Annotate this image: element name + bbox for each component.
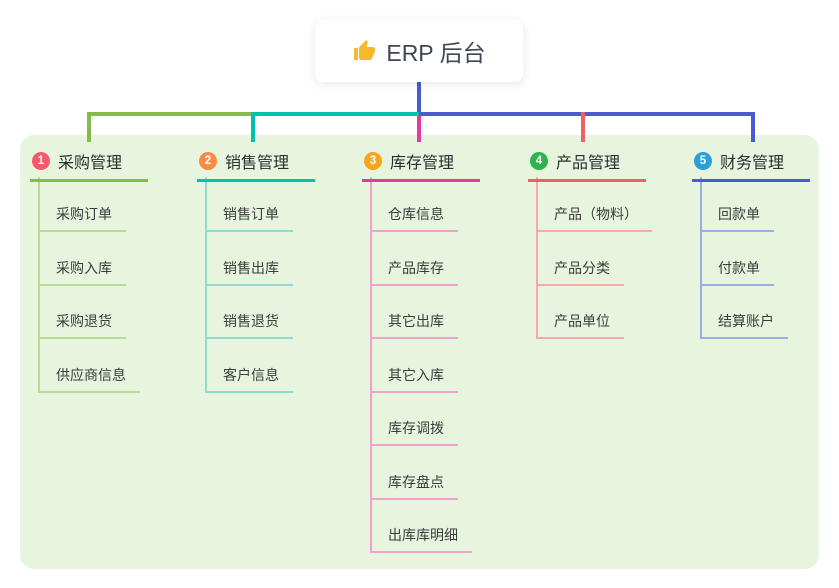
- branch-header-inventory[interactable]: 3 库存管理: [362, 149, 480, 182]
- connector-drop-finance: [751, 112, 755, 142]
- child-node[interactable]: 产品（物料）: [536, 204, 652, 232]
- child-node[interactable]: 采购退货: [38, 311, 126, 339]
- connector-drop-product: [581, 112, 585, 142]
- root-node[interactable]: ERP 后台: [315, 20, 523, 82]
- child-node[interactable]: 库存盘点: [370, 472, 458, 500]
- branch-title: 财务管理: [720, 155, 785, 172]
- child-node[interactable]: 付款单: [700, 258, 774, 286]
- child-node[interactable]: 产品分类: [536, 258, 624, 286]
- branch-title: 库存管理: [390, 155, 455, 172]
- thumbs-up-icon: [354, 40, 376, 60]
- child-node[interactable]: 仓库信息: [370, 204, 458, 232]
- connector-drop-sales: [251, 112, 255, 142]
- connector-root-drop: [417, 82, 421, 113]
- child-node[interactable]: 销售出库: [205, 258, 293, 286]
- branch-title: 产品管理: [556, 155, 621, 172]
- child-node[interactable]: 产品单位: [536, 311, 624, 339]
- branch-number-badge: 3: [364, 152, 382, 170]
- child-node[interactable]: 销售订单: [205, 204, 293, 232]
- child-node[interactable]: 其它出库: [370, 311, 458, 339]
- branch-rail: [536, 177, 538, 339]
- child-node[interactable]: 回款单: [700, 204, 774, 232]
- branches-panel: [20, 135, 819, 569]
- branch-header-sales[interactable]: 2 销售管理: [197, 149, 315, 182]
- child-node[interactable]: 库存调拨: [370, 418, 458, 446]
- branch-title: 采购管理: [58, 155, 123, 172]
- branch-header-product[interactable]: 4 产品管理: [528, 149, 646, 182]
- child-node[interactable]: 供应商信息: [38, 365, 140, 393]
- child-node[interactable]: 产品库存: [370, 258, 458, 286]
- child-node[interactable]: 结算账户: [700, 311, 788, 339]
- branch-number-badge: 1: [32, 152, 50, 170]
- child-node[interactable]: 客户信息: [205, 365, 293, 393]
- child-node[interactable]: 采购入库: [38, 258, 126, 286]
- branch-header-purchase[interactable]: 1 采购管理: [30, 149, 148, 182]
- connector-drop-inventory: [417, 116, 421, 142]
- connector-bus-teal: [255, 112, 419, 116]
- branch-rail: [370, 177, 372, 553]
- branch-number-badge: 5: [694, 152, 712, 170]
- branch-title: 销售管理: [225, 155, 290, 172]
- child-node[interactable]: 销售退货: [205, 311, 293, 339]
- child-node[interactable]: 采购订单: [38, 204, 126, 232]
- branch-header-finance[interactable]: 5 财务管理: [692, 149, 810, 182]
- branch-rail: [700, 177, 702, 339]
- child-node[interactable]: 出库库明细: [370, 525, 472, 553]
- root-title: ERP 后台: [386, 40, 486, 66]
- connector-bus-blue: [419, 112, 755, 116]
- branch-number-badge: 2: [199, 152, 217, 170]
- child-node[interactable]: 其它入库: [370, 365, 458, 393]
- branch-number-badge: 4: [530, 152, 548, 170]
- connector-drop-purchase: [87, 112, 91, 142]
- connector-bus-green: [87, 112, 255, 116]
